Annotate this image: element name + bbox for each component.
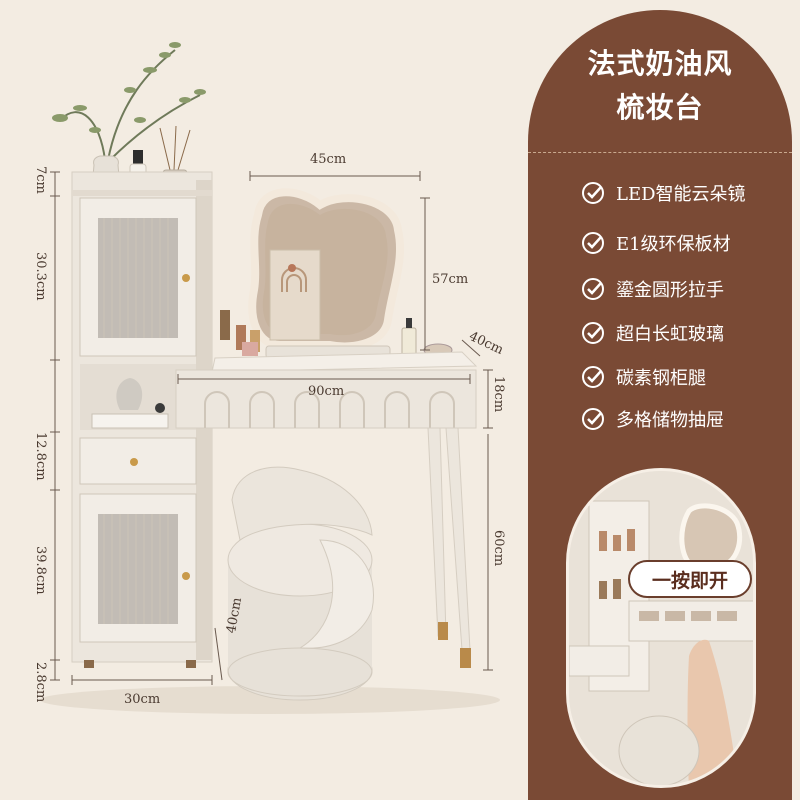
dim-mirror-width: 45cm <box>310 152 347 167</box>
feature-label: 碳素钢柜腿 <box>616 368 706 389</box>
feature-item: LED智能云朵镜 <box>580 178 746 208</box>
drawer-detail-photo <box>566 468 756 788</box>
feature-label: 鎏金圆形拉手 <box>616 280 724 301</box>
dim-drawer-depth: 18cm <box>491 376 506 413</box>
dimension-lines <box>50 171 493 685</box>
feature-item: E1级环保板材 <box>580 228 731 258</box>
check-circle-icon <box>582 322 604 344</box>
dim-base: 2.8cm <box>33 662 48 703</box>
dim-mirror-height: 57cm <box>432 272 469 287</box>
floor-shadow <box>40 686 500 714</box>
panel-title-line1: 法式奶油风 <box>587 47 733 80</box>
check-circle-icon <box>582 182 604 204</box>
stool <box>227 466 374 701</box>
push-to-open-badge: 一按即开 <box>628 560 752 598</box>
feature-label: E1级环保板材 <box>616 234 731 255</box>
feature-label: 超白长虹玻璃 <box>616 324 724 345</box>
dim-cabinet-width: 30cm <box>124 692 161 707</box>
check-circle-icon <box>582 408 604 430</box>
panel-divider <box>528 152 792 153</box>
vanity-table <box>175 351 478 668</box>
check-circle-icon <box>582 232 604 254</box>
dim-cabinet-upper: 30.3cm <box>33 252 48 301</box>
feature-item: 鎏金圆形拉手 <box>580 274 724 304</box>
drawer-detail-illustration <box>569 471 753 785</box>
feature-item: 超白长虹玻璃 <box>580 318 724 348</box>
feature-label: LED智能云朵镜 <box>616 184 746 205</box>
cloud-mirror <box>248 188 405 359</box>
feature-item: 碳素钢柜腿 <box>580 362 706 392</box>
dim-table-width: 90cm <box>308 384 345 399</box>
check-circle-icon <box>582 366 604 388</box>
dim-cabinet-lower: 39.8cm <box>33 546 48 595</box>
panel-title-line2: 梳妆台 <box>616 91 704 124</box>
dim-drawer: 12.8cm <box>33 432 48 481</box>
feature-label: 多格储物抽屉 <box>616 410 724 431</box>
feature-item: 多格储物抽屉 <box>580 404 724 434</box>
check-circle-icon <box>582 278 604 300</box>
dim-cabinet-top: 7cm <box>33 166 48 194</box>
plant-decor <box>52 42 206 192</box>
dim-leg-height: 60cm <box>491 530 506 567</box>
